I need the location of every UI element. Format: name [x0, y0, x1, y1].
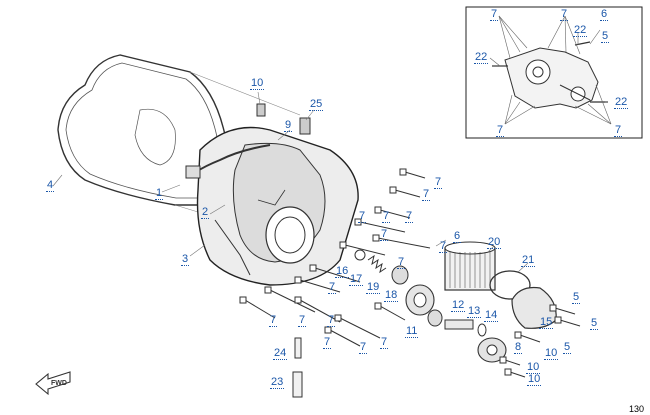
callout-8[interactable]: 8: [514, 341, 523, 354]
fwd-label: FWD: [51, 380, 67, 387]
callout-13[interactable]: 13: [467, 305, 482, 318]
callout-5[interactable]: 5: [590, 317, 599, 330]
callout-7[interactable]: 7: [382, 210, 391, 223]
callout-21[interactable]: 21: [521, 254, 536, 267]
callout-11[interactable]: 11: [405, 325, 419, 338]
callout-7[interactable]: 7: [439, 240, 448, 253]
callout-22[interactable]: 22: [474, 51, 489, 64]
callout-7[interactable]: 7: [434, 176, 443, 189]
filter-cover-parts: [489, 270, 557, 329]
sensor-cable-part: [185, 144, 271, 179]
side-cover-part: [196, 126, 359, 286]
callout-7[interactable]: 7: [614, 124, 623, 137]
callout-22[interactable]: 22: [614, 96, 629, 109]
callout-10[interactable]: 10: [526, 361, 541, 374]
callout-2[interactable]: 2: [201, 206, 210, 219]
callout-16[interactable]: 16: [335, 265, 350, 278]
callout-6[interactable]: 6: [600, 8, 609, 21]
callout-7[interactable]: 7: [380, 228, 389, 241]
callout-9[interactable]: 9: [284, 119, 293, 132]
top-bolts: [256, 103, 311, 135]
callout-7[interactable]: 7: [328, 281, 337, 294]
callout-12[interactable]: 12: [451, 299, 466, 312]
callout-7[interactable]: 7: [496, 124, 505, 137]
callout-5[interactable]: 5: [601, 30, 610, 43]
callout-7[interactable]: 7: [323, 336, 332, 349]
callout-7[interactable]: 7: [422, 188, 431, 201]
spring-parts: [354, 249, 409, 285]
inset-view: [465, 6, 643, 139]
callout-17[interactable]: 17: [349, 273, 364, 286]
dowel-parts: [292, 337, 303, 398]
seal-parts: [405, 284, 487, 337]
callout-6[interactable]: 6: [453, 230, 462, 243]
page-number: 130: [628, 404, 644, 414]
callout-18[interactable]: 18: [384, 289, 399, 302]
forward-arrow-icon: FWD: [35, 371, 71, 396]
callout-7[interactable]: 7: [560, 8, 569, 21]
callout-10[interactable]: 10: [527, 373, 542, 386]
callout-7[interactable]: 7: [405, 210, 414, 223]
callout-3[interactable]: 3: [181, 253, 190, 266]
callout-10[interactable]: 10: [544, 347, 559, 360]
callout-5[interactable]: 5: [563, 341, 572, 354]
callout-20[interactable]: 20: [487, 236, 502, 249]
callout-22[interactable]: 22: [573, 24, 588, 37]
callout-15[interactable]: 15: [539, 316, 554, 329]
callout-7[interactable]: 7: [380, 336, 389, 349]
pump-assembly-part: [477, 337, 507, 363]
callout-14[interactable]: 14: [484, 309, 499, 322]
callout-7[interactable]: 7: [397, 256, 406, 269]
callout-7[interactable]: 7: [490, 8, 499, 21]
callout-5[interactable]: 5: [572, 291, 581, 304]
callout-24[interactable]: 24: [273, 347, 288, 360]
callout-7[interactable]: 7: [327, 314, 336, 327]
callout-7[interactable]: 7: [298, 314, 307, 327]
callout-7[interactable]: 7: [358, 210, 367, 223]
callout-1[interactable]: 1: [155, 187, 164, 200]
callout-23[interactable]: 23: [270, 376, 285, 389]
callout-7[interactable]: 7: [269, 314, 278, 327]
callout-25[interactable]: 25: [309, 98, 324, 111]
bolts-group: [239, 168, 581, 378]
callout-7[interactable]: 7: [359, 341, 368, 354]
oil-filter-part: [444, 241, 496, 291]
callout-4[interactable]: 4: [46, 179, 55, 192]
callout-19[interactable]: 19: [366, 281, 381, 294]
callout-10[interactable]: 10: [250, 77, 265, 90]
